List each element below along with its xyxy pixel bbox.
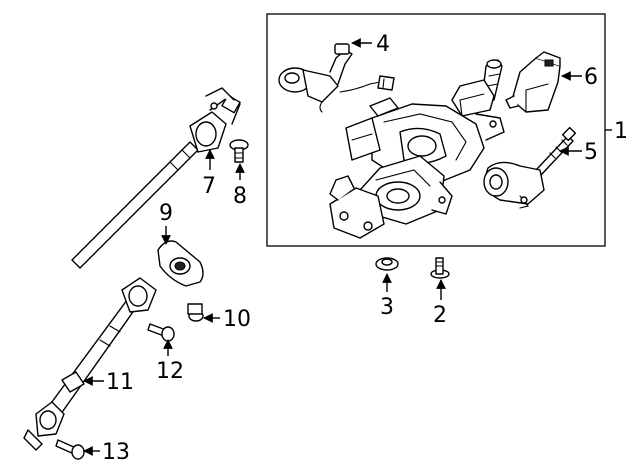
callout-3: 3 xyxy=(380,295,394,320)
part-12-bolt xyxy=(147,323,175,342)
part-6-switch-module xyxy=(505,51,561,113)
callout-13: 13 xyxy=(102,440,130,465)
part-10-bolt xyxy=(187,303,204,322)
part-13-bolt xyxy=(55,439,85,460)
callout-9: 9 xyxy=(159,201,173,226)
steering-column-housing xyxy=(329,59,505,239)
callout-4: 4 xyxy=(376,32,390,57)
callout-11: 11 xyxy=(106,370,134,395)
callout-12: 12 xyxy=(156,359,184,384)
part-3-grommet xyxy=(375,257,399,271)
callout-5: 5 xyxy=(584,140,598,165)
callout-6: 6 xyxy=(584,65,598,90)
callout-2: 2 xyxy=(433,303,447,328)
part-4-sensor-harness xyxy=(278,43,395,113)
callout-7: 7 xyxy=(202,174,216,199)
callout-8: 8 xyxy=(233,184,247,209)
part-9-boot-seal xyxy=(157,240,204,287)
part-2-bolt xyxy=(430,257,450,279)
callout-1: 1 xyxy=(614,119,628,144)
part-5-actuator xyxy=(483,126,577,209)
part-11-lower-shaft xyxy=(23,277,157,451)
part-8-bolt xyxy=(229,139,249,163)
callout-10: 10 xyxy=(223,307,251,332)
part-7-intermediate-shaft xyxy=(71,87,241,269)
